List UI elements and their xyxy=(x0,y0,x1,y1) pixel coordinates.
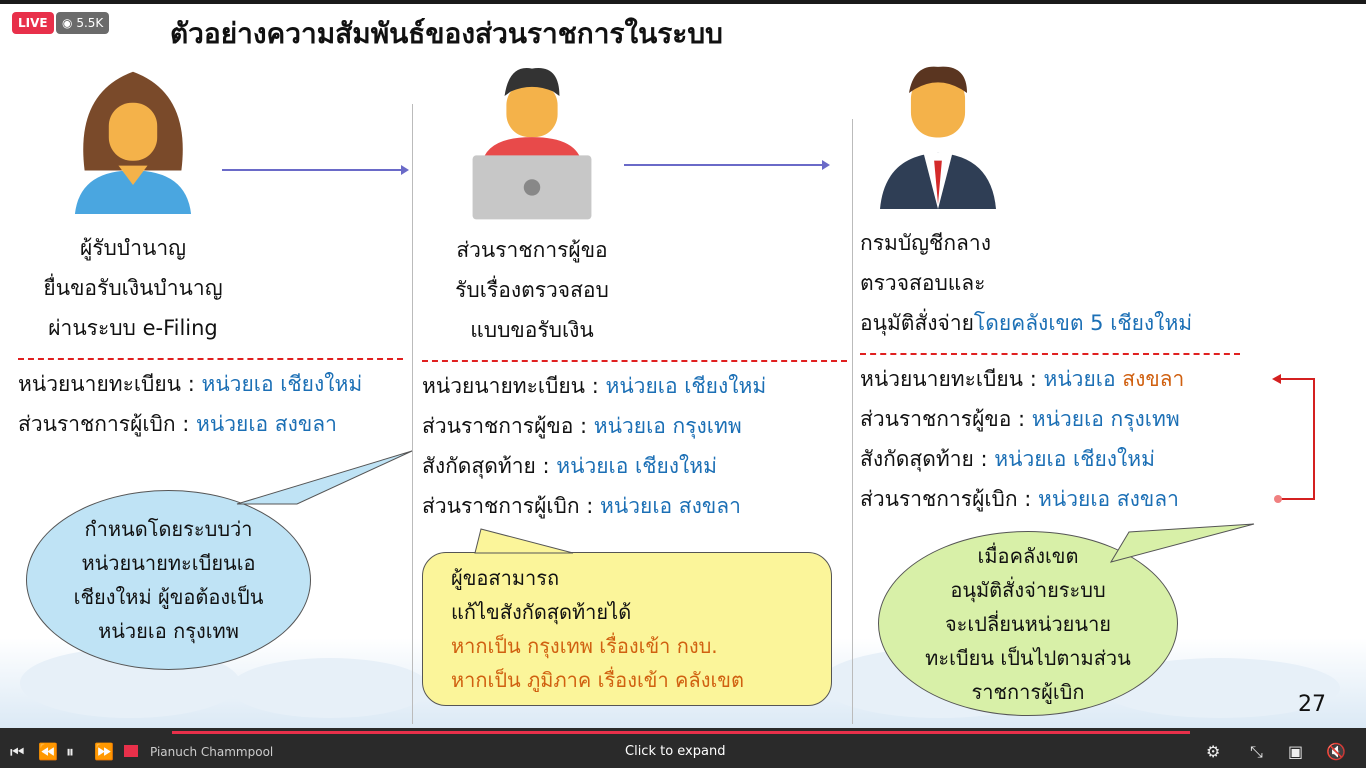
column-pensioner: ผู้รับบำนาญ ยื่นขอรับเงินบำนาญ ผ่านระบบ … xyxy=(18,64,413,670)
col1-speech-bubble: กำหนดโดยระบบว่าหน่วยนายทะเบียนเอเชียงใหม… xyxy=(26,450,413,670)
progress-bar[interactable] xyxy=(172,731,1190,734)
bubble-tail xyxy=(474,528,574,554)
pensioner-avatar-icon xyxy=(74,71,192,214)
col2-heading: รับเรื่องตรวจสอบ xyxy=(455,278,609,302)
col3-row: สังกัดสุดท้าย : หน่วยเอ เชียงใหม่ xyxy=(860,447,1155,471)
viewer-count: ◉ 5.5K xyxy=(56,12,110,34)
page-number: 27 xyxy=(1298,692,1326,717)
col3-heading: ตรวจสอบและ xyxy=(860,271,986,295)
pause-icon[interactable]: ⏸ xyxy=(66,742,75,761)
settings-gear-icon[interactable]: ⚙ xyxy=(1206,742,1221,761)
bubble-tail xyxy=(236,450,413,505)
col3-heading: อนุมัติสั่งจ่ายโดยคลังเขต 5 เชียงใหม่ xyxy=(860,311,1193,335)
col2-row: สังกัดสุดท้าย : หน่วยเอ เชียงใหม่ xyxy=(422,454,717,478)
column-requesting-agency: ส่วนราชการผู้ขอ รับเรื่องตรวจสอบ แบบขอรั… xyxy=(422,64,847,706)
col2-row: ส่วนราชการผู้ขอ : หน่วยเอ กรุงเทพ xyxy=(422,414,742,438)
dashed-divider xyxy=(422,360,847,362)
divider xyxy=(852,119,853,724)
connector-arrow xyxy=(1272,374,1315,503)
eye-icon: ◉ xyxy=(62,16,73,30)
bubble-tail xyxy=(1109,523,1255,563)
video-controls xyxy=(0,728,1366,768)
expand-hint[interactable]: Click to expand xyxy=(625,744,726,759)
col2-heading: แบบขอรับเงิน xyxy=(470,318,594,342)
col1-heading: ผู้รับบำนาญ xyxy=(79,236,187,260)
col3-speech-bubble: เมื่อคลังเขตอนุมัติสั่งจ่ายระบบจะเปลี่ยน… xyxy=(878,523,1255,716)
col3-row: หน่วยนายทะเบียน : หน่วยเอ สงขลา xyxy=(860,367,1185,391)
minimize-icon[interactable]: ⤡ xyxy=(1250,742,1263,761)
col2-rows: หน่วยนายทะเบียน : หน่วยเอ เชียงใหม่ ส่วน… xyxy=(422,366,847,526)
col1-row: หน่วยนายทะเบียน : หน่วยเอ เชียงใหม่ xyxy=(18,372,363,396)
divider xyxy=(412,104,413,724)
col2-row: ส่วนราชการผู้เบิก : หน่วยเอ สงขลา xyxy=(422,494,741,518)
flow-arrow xyxy=(624,160,830,170)
col2-heading: ส่วนราชการผู้ขอ xyxy=(456,238,608,262)
forward-icon[interactable]: ⏩ xyxy=(94,742,114,761)
col3-rows: หน่วยนายทะเบียน : หน่วยเอ สงขลา ส่วนราชก… xyxy=(860,359,1330,519)
col3-heading: กรมบัญชีกลาง xyxy=(860,231,991,255)
col3-row: ส่วนราชการผู้เบิก : หน่วยเอ สงขลา xyxy=(860,487,1179,511)
skip-back-icon[interactable]: ⏮ xyxy=(10,742,25,761)
col1-rows: หน่วยนายทะเบียน : หน่วยเอ เชียงใหม่ ส่วน… xyxy=(18,364,403,444)
officer-laptop-icon xyxy=(472,68,592,220)
slide-title: ตัวอย่างความสัมพันธ์ของส่วนราชการในระบบ xyxy=(170,17,723,50)
col3-row: ส่วนราชการผู้ขอ : หน่วยเอ กรุงเทพ xyxy=(860,407,1180,431)
cgd-officer-icon xyxy=(880,66,996,209)
live-badge: LIVE xyxy=(12,12,54,34)
presentation-slide: ตัวอย่างความสัมพันธ์ของส่วนราชการในระบบ … xyxy=(0,4,1366,728)
pip-icon[interactable]: ▣ xyxy=(1288,742,1304,761)
flow-arrow xyxy=(222,165,409,175)
col2-row: หน่วยนายทะเบียน : หน่วยเอ เชียงใหม่ xyxy=(422,374,767,398)
col2-speech-bubble: ผู้ขอสามารถแก้ไขสังกัดสุดท้ายได้ หากเป็น… xyxy=(422,528,832,706)
rewind-icon[interactable]: ⏪ xyxy=(38,742,58,761)
col1-heading: ผ่านระบบ e-Filing xyxy=(48,316,218,340)
column-cgd: กรมบัญชีกลาง ตรวจสอบและ อนุมัติสั่งจ่ายโ… xyxy=(860,64,1330,716)
mute-icon[interactable]: 🔇 xyxy=(1326,742,1346,761)
col1-heading: ยื่นขอรับเงินบำนาญ xyxy=(43,276,223,300)
dashed-divider xyxy=(18,358,403,360)
live-indicator-icon xyxy=(124,745,138,757)
dashed-divider xyxy=(860,353,1240,355)
col1-row: ส่วนราชการผู้เบิก : หน่วยเอ สงขลา xyxy=(18,412,337,436)
presenter-name: Pianuch Chammpool xyxy=(150,745,274,759)
